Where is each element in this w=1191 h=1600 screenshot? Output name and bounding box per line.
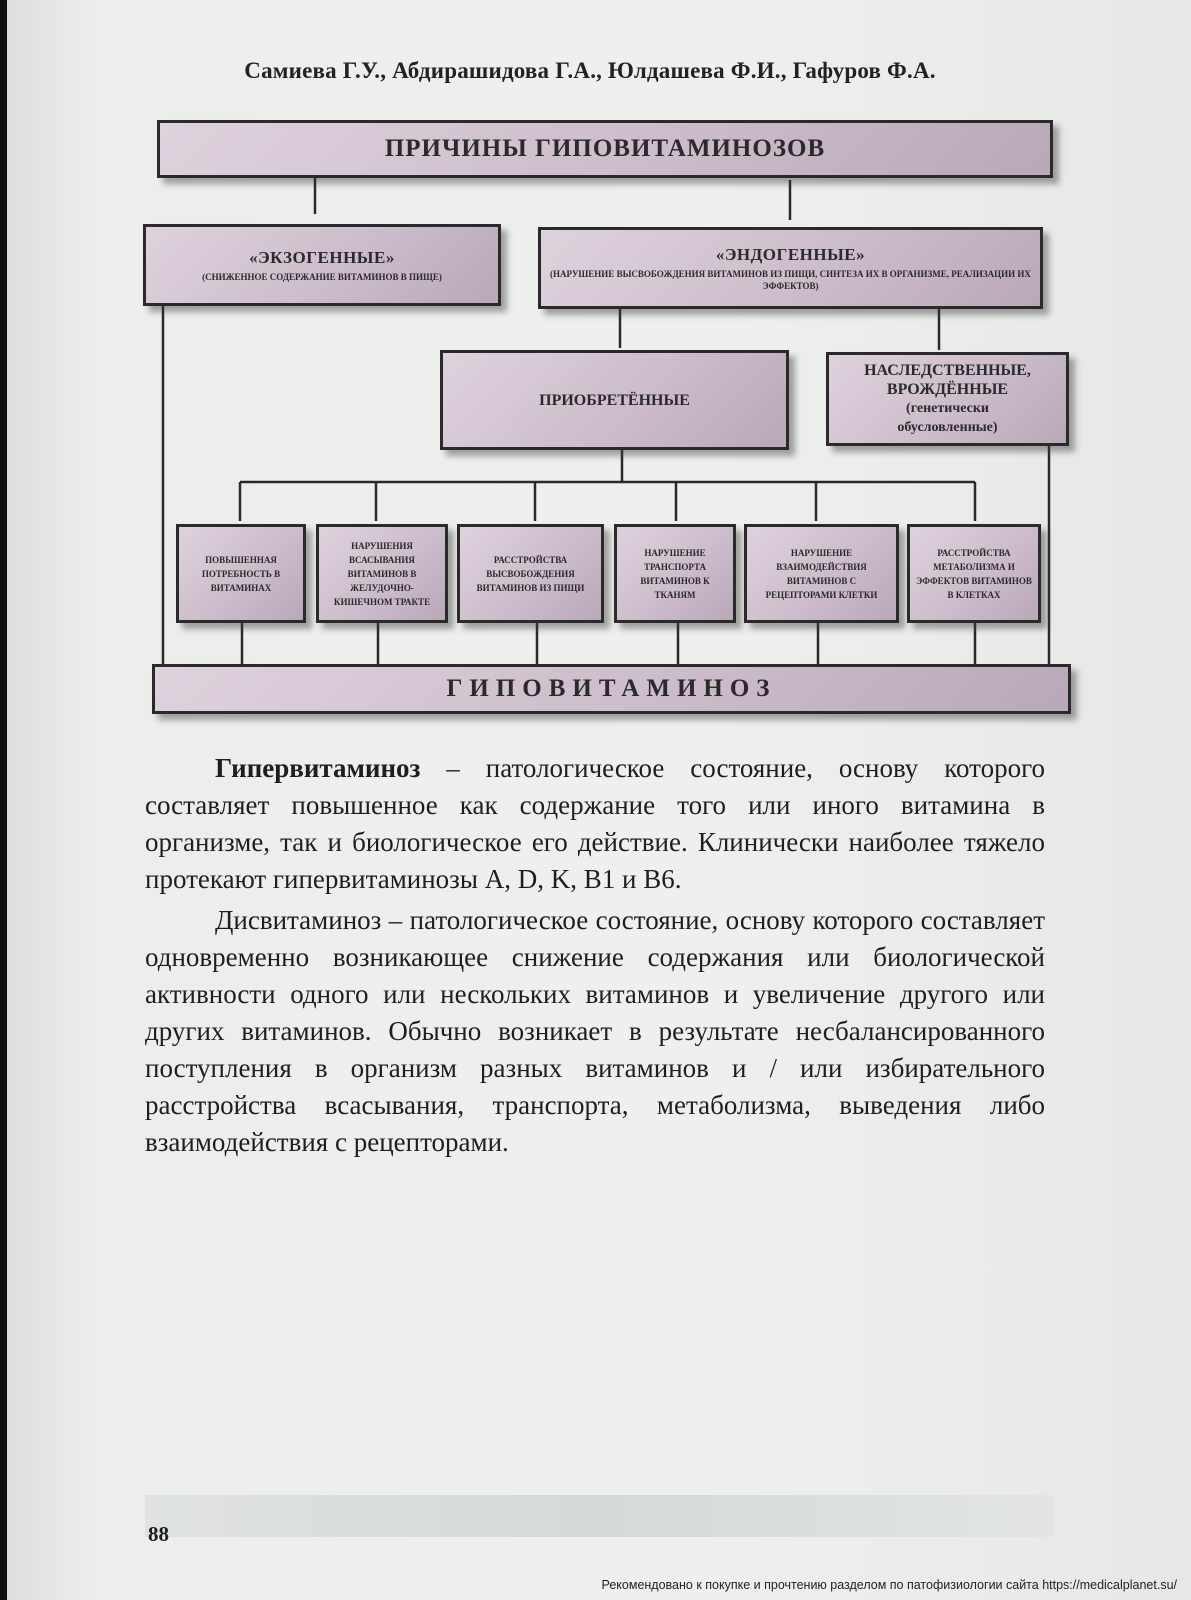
cause-label: ПОВЫШЕННАЯ ПОТРЕБНОСТЬ В ВИТАМИНАХ (201, 554, 281, 593)
result-label: ГИПОВИТАМИНОЗ (446, 675, 777, 702)
bottom-band (145, 1495, 1055, 1537)
hereditary-box: НАСЛЕДСТВЕННЫЕ, ВРОЖДЁННЫЕ (генетически … (826, 352, 1069, 446)
exogenous-title: «ЭКЗОГЕННЫЕ» (249, 247, 395, 267)
page-number: 88 (148, 1522, 169, 1546)
cause-box: ПОВЫШЕННАЯ ПОТРЕБНОСТЬ В ВИТАМИНАХ (176, 524, 306, 623)
term-hypervitaminosis: Гипервитаминоз (215, 753, 421, 783)
footer-recommendation: Рекомендовано к покупке и прочтению разд… (601, 1578, 1177, 1592)
cause-box: РАССТРОЙСТВА ВЫСВОБОЖДЕНИЯ ВИТАМИНОВ ИЗ … (457, 524, 604, 623)
endogenous-title: «ЭНДОГЕННЫЕ» (715, 244, 866, 264)
endogenous-box: «ЭНДОГЕННЫЕ» (НАРУШЕНИЕ ВЫСВОБОЖДЕНИЯ ВИ… (538, 227, 1043, 309)
cause-box: НАРУШЕНИЕ ВЗАИМОДЕЙСТВИЯ ВИТАМИНОВ С РЕЦ… (744, 524, 899, 623)
diagram-title-box: ПРИЧИНЫ ГИПОВИТАМИНОЗОВ (157, 120, 1053, 178)
diagram-title: ПРИЧИНЫ ГИПОВИТАМИНОЗОВ (384, 135, 826, 162)
paragraph-dysvitaminosis: Дисвитаминоз – патологическое состояние,… (145, 905, 1045, 1157)
hereditary-line2: ВРОЖДЁННЫЕ (886, 381, 1009, 398)
body-text: Гипервитаминоз – патологическое состояни… (145, 750, 1045, 1165)
result-box: ГИПОВИТАМИНОЗ (152, 664, 1071, 714)
running-head-authors: Самиева Г.У., Абдирашидова Г.А., Юлдашев… (244, 58, 936, 83)
cause-label: НАРУШЕНИЯ ВСАСЫВАНИЯ ВИТАМИНОВ В ЖЕЛУДОЧ… (333, 540, 431, 607)
hereditary-line1: НАСЛЕДСТВЕННЫЕ, (864, 362, 1031, 379)
cause-label: РАССТРОЙСТВА ВЫСВОБОЖДЕНИЯ ВИТАМИНОВ ИЗ … (476, 554, 585, 593)
cause-box: НАРУШЕНИЯ ВСАСЫВАНИЯ ВИТАМИНОВ В ЖЕЛУДОЧ… (316, 524, 448, 623)
endogenous-subtitle: (НАРУШЕНИЕ ВЫСВОБОЖДЕНИЯ ВИТАМИНОВ ИЗ ПИ… (550, 268, 1031, 291)
hereditary-line4: обусловленные) (897, 420, 998, 435)
exogenous-subtitle: (СНИЖЕННОЕ СОДЕРЖАНИЕ ВИТАМИНОВ В ПИЩЕ) (202, 271, 442, 282)
acquired-box: ПРИОБРЕТЁННЫЕ (440, 350, 789, 450)
paragraph-hypervitaminosis: Гипервитаминоз – патологическое состояни… (145, 750, 1045, 898)
exogenous-box: «ЭКЗОГЕННЫЕ» (СНИЖЕННОЕ СОДЕРЖАНИЕ ВИТАМ… (143, 224, 501, 306)
paragraph-hypervitaminosis-text: – патологическое состояние, основу котор… (145, 753, 1045, 894)
hereditary-line3: (генетически (906, 401, 989, 416)
cause-label: НАРУШЕНИЕ ВЗАИМОДЕЙСТВИЯ ВИТАМИНОВ С РЕЦ… (765, 547, 878, 600)
book-spine-shadow (0, 0, 7, 1600)
cause-box: НАРУШЕНИЕ ТРАНСПОРТА ВИТАМИНОВ К ТКАНЯМ (614, 524, 736, 623)
acquired-label: ПРИОБРЕТЁННЫЕ (539, 391, 690, 409)
cause-label: НАРУШЕНИЕ ТРАНСПОРТА ВИТАМИНОВ К ТКАНЯМ (640, 547, 710, 600)
cause-label: РАССТРОЙСТВА МЕТАБОЛИЗМА И ЭФФЕКТОВ ВИТА… (916, 547, 1032, 600)
cause-box: РАССТРОЙСТВА МЕТАБОЛИЗМА И ЭФФЕКТОВ ВИТА… (907, 524, 1041, 623)
